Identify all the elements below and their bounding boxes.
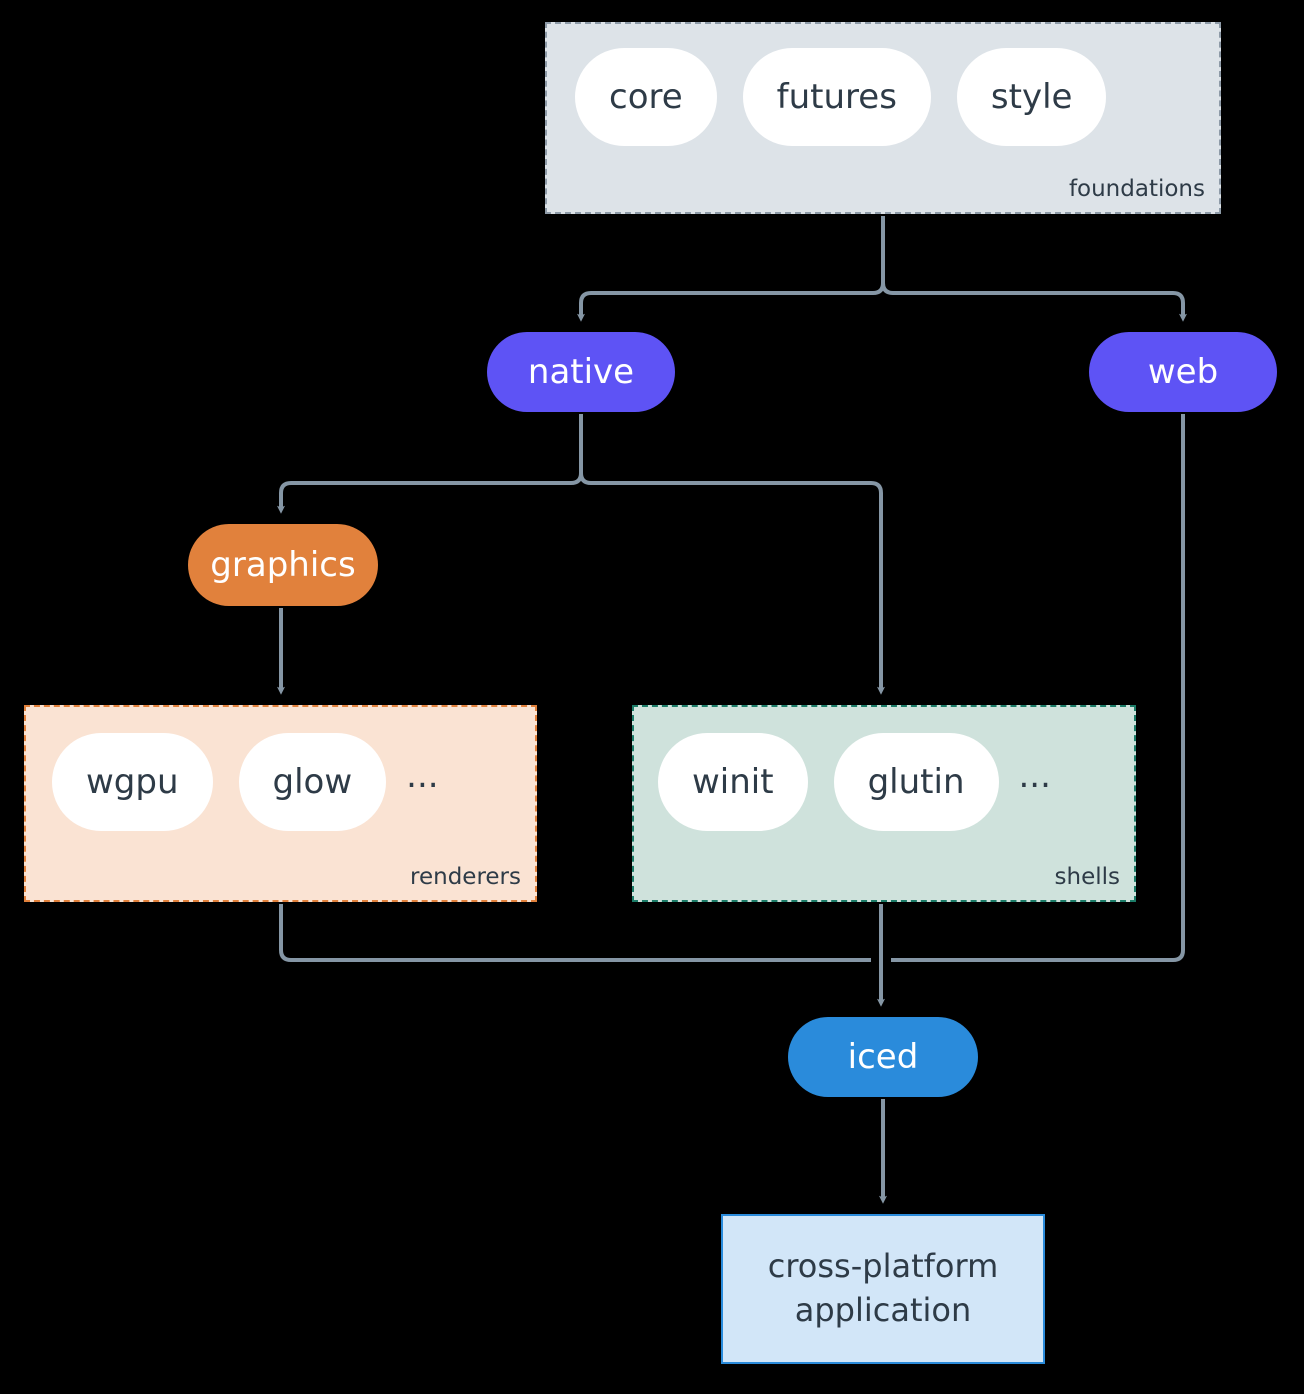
- pill-wgpu[interactable]: wgpu: [52, 733, 213, 831]
- edge-foundations-web: [881, 216, 1187, 322]
- pill-label: wgpu: [86, 762, 179, 802]
- node-graphics[interactable]: graphics: [188, 524, 378, 606]
- pill-label: glow: [272, 762, 353, 802]
- pill-label: glutin: [867, 762, 965, 802]
- node-web[interactable]: web: [1089, 332, 1277, 412]
- pill-label: core: [609, 77, 683, 117]
- edge-renderers-iced: [279, 904, 871, 962]
- group-label-foundations: foundations: [1068, 176, 1205, 202]
- pill-glow[interactable]: glow: [238, 733, 387, 831]
- group-label-renderers: renderers: [410, 864, 521, 890]
- renderers-items: wgpu glow ...: [52, 733, 439, 831]
- node-label: web: [1147, 352, 1219, 392]
- node-cross-platform-application[interactable]: cross-platform application: [721, 1214, 1045, 1364]
- edge-native-shells: [579, 414, 885, 695]
- pill-winit[interactable]: winit: [658, 733, 808, 831]
- pill-futures[interactable]: futures: [742, 48, 931, 146]
- shells-items: winit glutin ...: [658, 733, 1051, 831]
- group-shells: winit glutin ... shells: [632, 705, 1136, 902]
- edge-foundations-native: [577, 216, 885, 322]
- pill-core[interactable]: core: [575, 48, 717, 146]
- pill-label: winit: [692, 762, 774, 802]
- node-label: native: [527, 352, 635, 392]
- application-label-line1: cross-platform: [767, 1247, 999, 1286]
- application-label-line2: application: [794, 1291, 972, 1329]
- group-renderers: wgpu glow ... renderers: [24, 705, 537, 902]
- pill-glutin[interactable]: glutin: [833, 733, 999, 831]
- pill-label: futures: [776, 77, 897, 117]
- foundations-items: core futures style: [575, 48, 1107, 146]
- node-native[interactable]: native: [487, 332, 675, 412]
- pill-style[interactable]: style: [956, 48, 1107, 146]
- group-foundations: core futures style foundations: [545, 22, 1221, 214]
- group-label-shells: shells: [1054, 864, 1120, 890]
- shells-more-ellipsis: ...: [1018, 756, 1051, 796]
- node-label: iced: [847, 1037, 919, 1077]
- edge-native-graphics: [277, 414, 583, 514]
- node-iced[interactable]: iced: [788, 1017, 978, 1097]
- renderers-more-ellipsis: ...: [406, 756, 439, 796]
- pill-label: style: [990, 77, 1073, 117]
- node-label: graphics: [210, 545, 356, 585]
